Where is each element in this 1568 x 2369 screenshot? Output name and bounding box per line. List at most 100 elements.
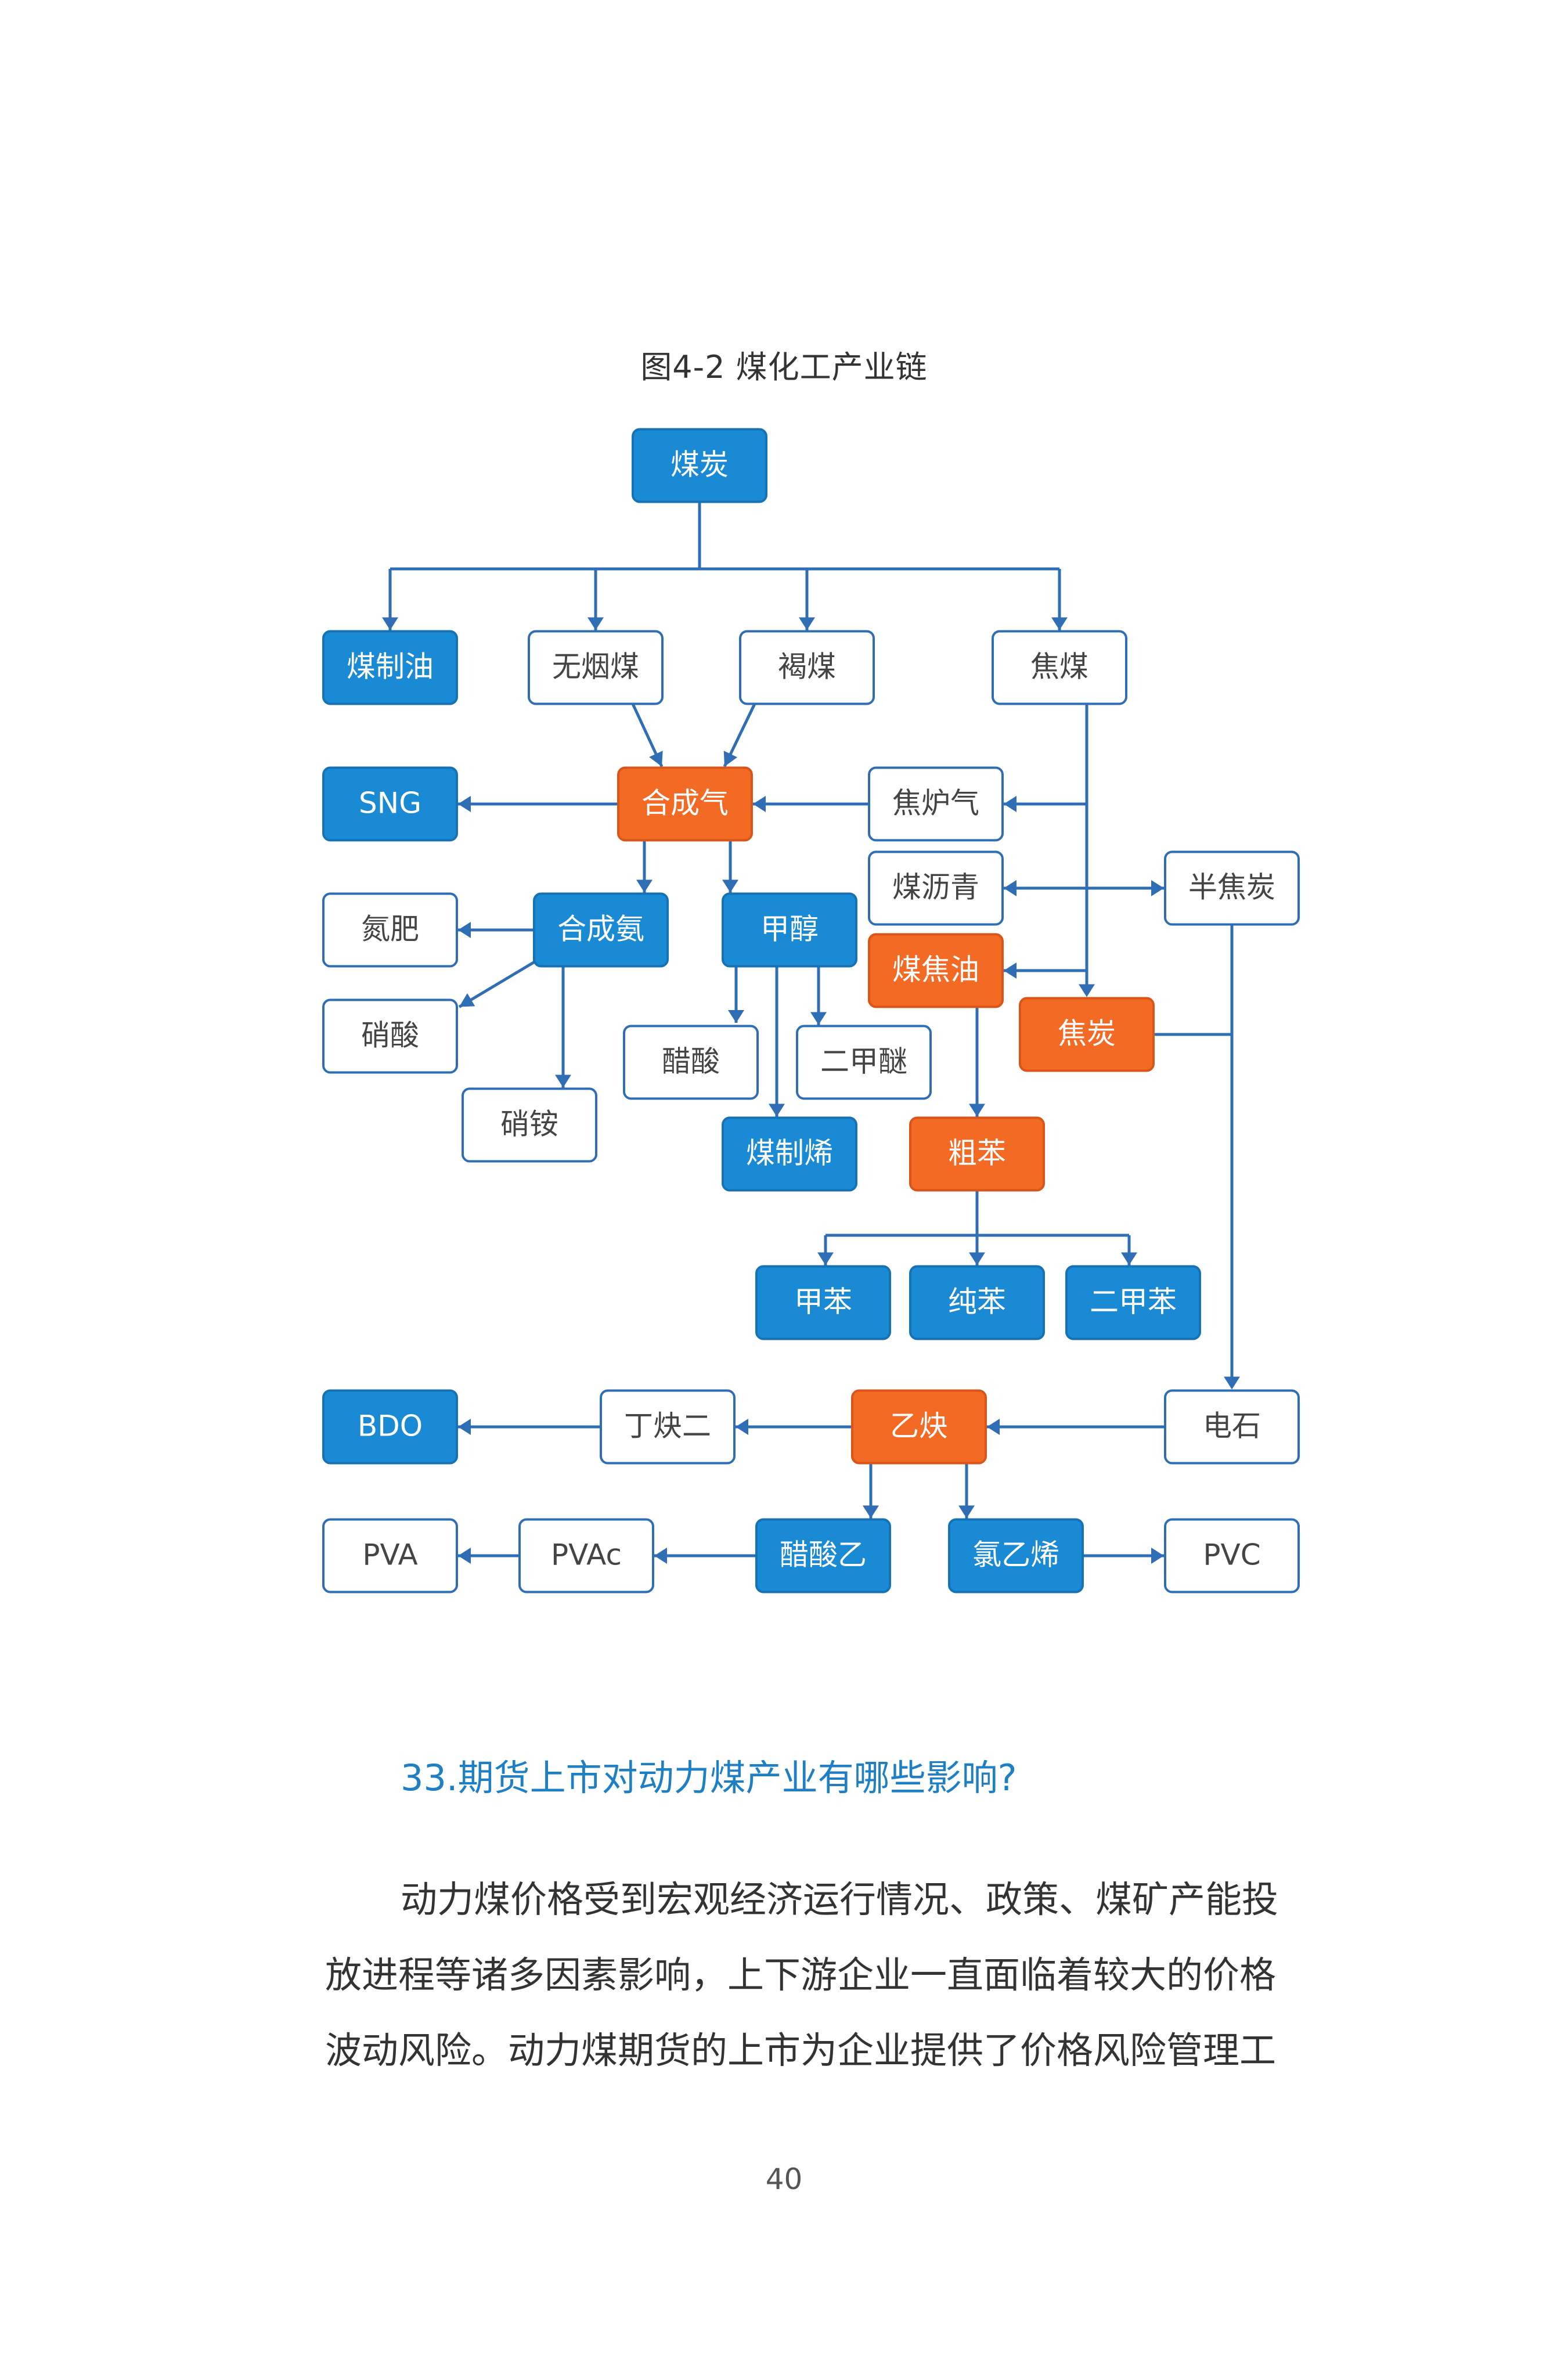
node-label: 合成气 xyxy=(641,787,729,820)
node-label: SNG xyxy=(359,787,421,820)
node-ammonium-nitrate: 硝铵 xyxy=(462,1087,597,1163)
node-nitric-acid: 硝酸 xyxy=(322,998,458,1074)
node-label: 焦炉气 xyxy=(892,787,979,820)
node-label: 煤制油 xyxy=(347,650,434,684)
paragraph-line-2: 放进程等诸多因素影响，上下游企业一直面临着较大的价格 xyxy=(325,1954,1276,1996)
node-label: 焦煤 xyxy=(1030,650,1088,684)
node-label: PVAc xyxy=(551,1538,622,1572)
node-xylene: 二甲苯 xyxy=(1065,1265,1201,1340)
node-label: 粗苯 xyxy=(948,1137,1006,1170)
page-number: 40 xyxy=(765,2162,803,2196)
ammonia-to-nitric-acid-arrowhead xyxy=(459,993,475,1007)
to-benzene-arrowhead xyxy=(969,1252,985,1265)
node-box xyxy=(533,892,669,968)
butynediol-to-bdo-arrowhead xyxy=(458,1419,471,1435)
node-box xyxy=(755,1518,891,1593)
paragraph-line-3: 波动风险。动力煤期货的上市为企业提供了价格风险管理工 xyxy=(325,2029,1276,2072)
node-box xyxy=(1164,850,1300,926)
node-box xyxy=(322,630,458,705)
node-label: 二甲醚 xyxy=(820,1045,907,1079)
node-box xyxy=(909,1265,1045,1340)
node-label: 煤制烯 xyxy=(746,1137,833,1170)
node-nitrogen-fert: 氮肥 xyxy=(322,892,458,968)
node-label: 煤焦油 xyxy=(892,953,979,987)
vinylacetate-to-pvac-arrowhead xyxy=(654,1548,667,1564)
pvac-to-pva-arrowhead xyxy=(458,1548,471,1564)
node-box xyxy=(322,892,458,968)
coking-coal-to-coke-arrowhead xyxy=(1079,984,1095,997)
node-butynediol: 丁炔二 xyxy=(600,1389,736,1465)
node-crude-benzene: 粗苯 xyxy=(909,1116,1045,1192)
node-label: 半焦炭 xyxy=(1188,871,1275,904)
node-box xyxy=(868,850,1004,926)
node-coal-pitch: 煤沥青 xyxy=(868,850,1004,926)
carbide-to-acetylene-arrowhead xyxy=(987,1419,1000,1435)
node-benzene: 纯苯 xyxy=(909,1265,1045,1340)
node-box xyxy=(722,892,857,968)
node-label: 焦炭 xyxy=(1058,1017,1116,1051)
node-pva: PVA xyxy=(322,1518,458,1593)
syngas-to-sng-arrowhead xyxy=(458,796,471,812)
node-coke-gas: 焦炉气 xyxy=(868,766,1004,842)
node-pvac: PVAc xyxy=(518,1518,654,1593)
node-label: 丁炔二 xyxy=(624,1409,711,1443)
node-anthracite: 无烟煤 xyxy=(528,630,664,705)
ammonia-to-ammonium-nitrate-arrowhead xyxy=(555,1074,571,1088)
node-box xyxy=(600,1389,736,1465)
node-label: 纯苯 xyxy=(948,1285,1006,1319)
node-box xyxy=(528,630,664,705)
node-box xyxy=(948,1518,1084,1593)
node-box xyxy=(868,766,1004,842)
node-coal: 煤炭 xyxy=(632,428,767,503)
to-xylene-arrowhead xyxy=(1121,1252,1137,1265)
node-box xyxy=(739,630,875,705)
node-box xyxy=(518,1518,654,1593)
to-carbide-arrowhead xyxy=(1224,1376,1240,1390)
node-box xyxy=(909,1116,1045,1192)
to-semi-coke-arrowhead xyxy=(1151,880,1164,896)
node-coal-oil: 煤制油 xyxy=(322,630,458,705)
node-label: 煤炭 xyxy=(671,448,729,482)
node-coking-coal: 焦煤 xyxy=(992,630,1127,705)
node-lignite: 褐煤 xyxy=(739,630,875,705)
node-label: 硝酸 xyxy=(361,1019,419,1052)
node-label: 硝铵 xyxy=(500,1108,558,1141)
acetylene-to-vinyl-chloride-arrowhead xyxy=(958,1505,975,1519)
node-label: 甲苯 xyxy=(794,1285,852,1319)
coal-to-coking_coal-arrowhead xyxy=(1051,617,1068,630)
node-box xyxy=(796,1025,932,1100)
acetylene-to-vinyl-acetate-arrowhead xyxy=(863,1505,879,1519)
node-label: 合成氨 xyxy=(557,913,644,946)
node-box xyxy=(1019,997,1155,1072)
node-box xyxy=(617,766,753,842)
node-box xyxy=(992,630,1127,705)
node-carbide: 电石 xyxy=(1164,1389,1300,1465)
node-box xyxy=(1164,1518,1300,1593)
node-box xyxy=(868,933,1004,1008)
acetylene-to-butynediol-arrowhead xyxy=(736,1419,748,1435)
node-box xyxy=(1065,1265,1201,1340)
node-label: 煤沥青 xyxy=(892,871,979,904)
node-label: 电石 xyxy=(1203,1409,1261,1443)
figure-title: 图4-2 煤化工产业链 xyxy=(640,349,928,385)
node-sng: SNG xyxy=(322,766,458,842)
node-box xyxy=(755,1265,891,1340)
node-label: 醋酸乙 xyxy=(780,1538,867,1572)
node-box xyxy=(851,1389,987,1465)
node-box xyxy=(322,1518,458,1593)
node-label: 无烟煤 xyxy=(552,650,639,684)
node-olefin: 煤制烯 xyxy=(722,1116,857,1192)
node-box xyxy=(1164,1389,1300,1465)
node-vinyl-chloride: 氯乙烯 xyxy=(948,1518,1084,1593)
node-bdo: BDO xyxy=(322,1389,458,1465)
node-box xyxy=(623,1025,759,1100)
node-acetylene: 乙炔 xyxy=(851,1389,987,1465)
node-syngas: 合成气 xyxy=(617,766,753,842)
coaltar-to-crude-benzene-arrowhead xyxy=(969,1104,985,1117)
node-ammonia: 合成氨 xyxy=(533,892,669,968)
node-box xyxy=(322,998,458,1074)
node-semi-coke: 半焦炭 xyxy=(1164,850,1300,926)
node-toluene: 甲苯 xyxy=(755,1265,891,1340)
